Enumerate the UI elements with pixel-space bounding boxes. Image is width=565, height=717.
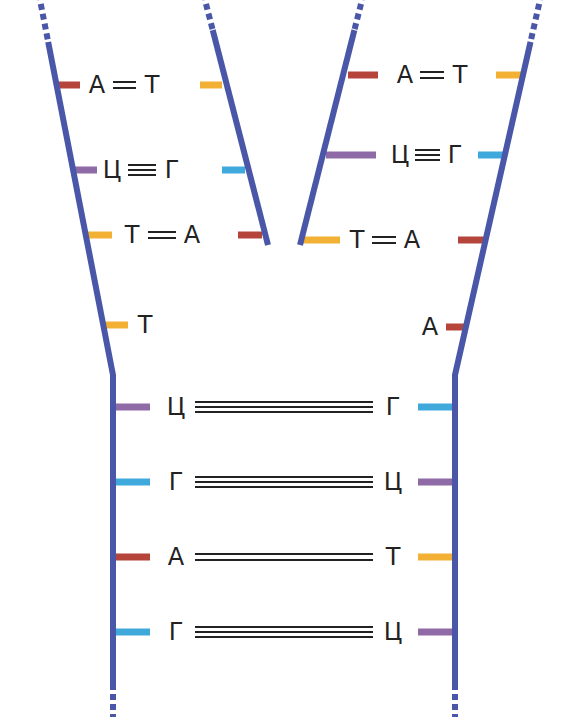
base-letter: А [168,545,184,569]
base-letter: А [89,73,105,97]
base-letter: Г [386,395,401,419]
base-letter: Т [125,223,140,247]
base-letter: Ц [384,470,403,494]
base-letter: А [422,315,438,339]
base-letter: Т [453,63,468,87]
base-letter: Ц [384,620,403,644]
base-letter: Т [350,228,365,252]
base-letter: Г [448,143,463,167]
base-letter: А [184,223,200,247]
base-letter: Ц [103,158,122,182]
base-letter: Т [138,313,153,337]
base-letter: А [397,63,413,87]
base-letter: Т [386,545,401,569]
base-letter: Ц [391,143,410,167]
base-letter: А [404,228,420,252]
base-letter: Г [169,470,184,494]
base-letter: Ц [167,395,186,419]
base-letter: Т [145,73,160,97]
base-letter: Г [169,620,184,644]
base-letter: Г [165,158,180,182]
